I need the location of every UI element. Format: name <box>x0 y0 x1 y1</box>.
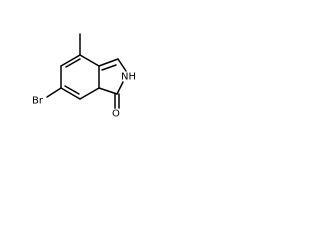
bond-c7-c8 <box>60 54 81 67</box>
bond-c1-n2 <box>117 58 127 72</box>
double-bond-c7-c8 <box>65 58 81 68</box>
bond-c8a-c1 <box>98 58 119 67</box>
atom-labels: Br NH O <box>32 72 136 120</box>
double-bond-c8a-c1 <box>101 64 117 71</box>
molecule-diagram: Br NH O <box>32 33 136 120</box>
nh-label: NH <box>121 72 136 83</box>
oxygen-label: O <box>112 109 120 120</box>
bond-c3-n4 <box>98 87 118 95</box>
structure-canvas: Br NH O <box>0 0 152 152</box>
bond-n2-c3 <box>116 81 124 95</box>
double-bond-c5-c6 <box>64 85 80 95</box>
bromo-bond <box>46 87 62 98</box>
bonds <box>46 33 127 109</box>
bromine-label: Br <box>32 96 44 107</box>
bond-n4-c5 <box>79 87 100 100</box>
bond-c5-c6 <box>60 87 81 100</box>
bond-c8-c8a <box>79 54 100 67</box>
